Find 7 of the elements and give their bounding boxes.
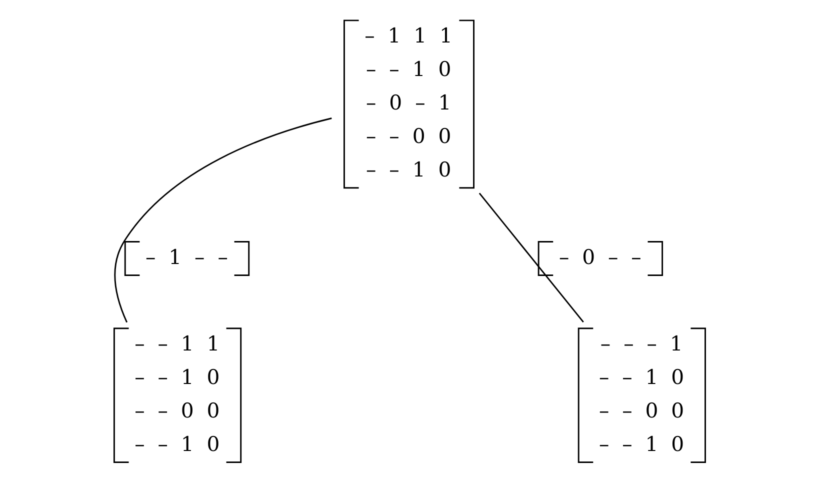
edge-label: – 0 – –: [558, 244, 642, 269]
connector: [114, 118, 332, 323]
node-text: – – 1 1 – – 1 0 – – 0 0 – – 1 0: [134, 331, 220, 456]
edge-label: – 1 – –: [146, 244, 228, 269]
connector: [478, 192, 664, 323]
node-text: – – – 1 – – 1 0 – – 0 0 – – 1 0: [598, 331, 684, 456]
node-text: – 1 1 1 – – 1 0 – 0 – 1 – – 0 0 – – 1 0: [364, 24, 453, 182]
